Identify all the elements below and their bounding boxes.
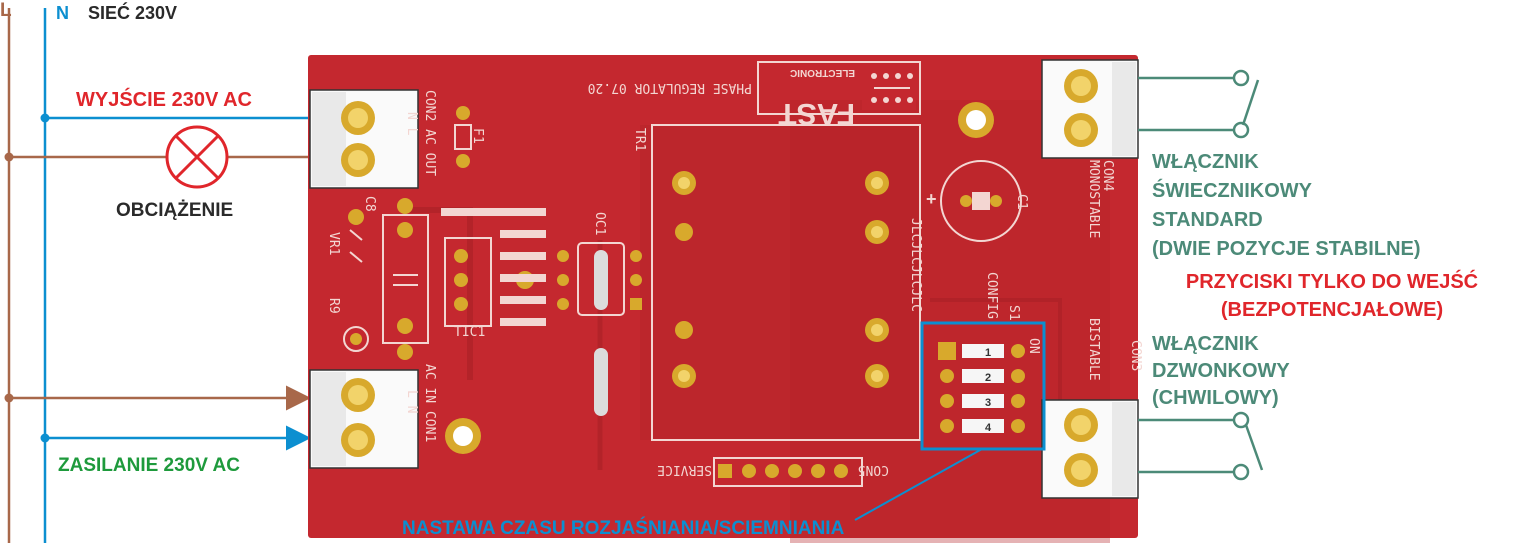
buttons-note-line: PRZYCISKI TYLKO DO WEJŚĆ [1185,271,1479,293]
switch1-line: WŁĄCZNIK [1152,151,1259,173]
junction-dot [40,433,50,443]
load-label: OBCIĄŻENIE [116,200,234,221]
lamp-symbol [165,125,229,189]
N-label: N [56,3,69,23]
logo-subtext: ELECTRONIC [790,67,855,78]
fast-logo [757,61,921,115]
con4-label: CON4 [1100,160,1115,191]
switch1-line: STANDARD [1152,209,1263,231]
con1-label: AC IN CON1 [422,364,437,442]
s1-label: S1 [1006,305,1021,321]
dimming-time-label: NASTAWA CZASU ROZJAŚNIANIA/SCIEMNIANIA [402,518,845,539]
service-label: SERVICE [657,462,712,477]
dip-number-1: 1 [985,347,991,359]
switch2-label: WŁĄCZNIK DZWONKOWY (CHWILOWY) [1152,331,1290,412]
L-label: L [0,0,12,21]
buttons-note-line: (BEZPOTENCJAŁOWE) [1220,299,1444,321]
dip-number-3: 3 [985,397,991,409]
con2-pins: N L [404,112,419,136]
switch2-line: (CHWILOWY) [1152,387,1279,409]
con5-label: CON5 [858,462,889,477]
con1-pins: L N [404,390,419,413]
con2-label: CON2 AC OUT [422,90,437,176]
tr1-label: TR1 [632,128,647,151]
config-label: CONFIG [984,272,999,319]
tic1-label: TIC1 [454,325,485,340]
switch-wiring [1138,69,1264,481]
con3-label: CON3 [1128,340,1143,371]
f1-label: F1 [470,128,485,144]
junction-dot [40,113,50,123]
switch1-label: WŁĄCZNIK ŚWIECZNIKOWY STANDARD (DWIE POZ… [1152,148,1421,264]
con2-terminal [309,89,419,189]
con5-pads [718,464,848,478]
on-label: ON [1026,338,1041,354]
switch2-line: DZWONKOWY [1152,360,1290,382]
logo-text: FAST [778,97,855,130]
junction-dot [4,393,14,403]
mains-wires [4,8,311,543]
dip-number-2: 2 [985,372,991,384]
con3-terminal [1041,399,1139,499]
c1-label: C1 [1014,194,1029,210]
con3-mode: BISTABLE [1086,318,1101,381]
output-label: WYJŚCIE 230V AC [76,89,252,111]
oc1-label: OC1 [592,212,607,235]
supply-label: ZASILANIE 230V AC [58,455,240,476]
junction-dot [4,152,14,162]
pcb-silkscreen [349,124,1022,487]
dip-pointer-line [854,448,983,521]
plus-label: + [926,189,937,209]
con4-mode: MONOSTABLE [1086,160,1101,238]
con4-terminal [1041,59,1139,159]
buttons-note: PRZYCISKI TYLKO DO WEJŚĆ (BEZPOTENCJAŁOW… [1152,268,1512,324]
c8-label: C8 [362,196,377,212]
jlc-label: JLCJLCJLCJLC [908,218,923,312]
dip-switch-s1 [920,321,1046,451]
pcb-labels: PHASE REGULATOR 07.20 FAST ELECTRONIC CO… [326,67,1143,477]
switch1-line: ŚWIECZNIKOWY [1152,180,1312,202]
pcb-title: PHASE REGULATOR 07.20 [588,80,752,95]
r9-label: R9 [326,298,341,314]
pcb-pads [343,102,1002,454]
mains-label: SIEĆ 230V [88,3,178,23]
switch2-line: WŁĄCZNIK [1152,333,1259,355]
dip-number-4: 4 [985,422,992,434]
switch1-line: (DWIE POZYCJE STABILNE) [1152,238,1421,260]
vr1-label: VR1 [326,232,341,255]
con1-terminal [309,369,419,469]
